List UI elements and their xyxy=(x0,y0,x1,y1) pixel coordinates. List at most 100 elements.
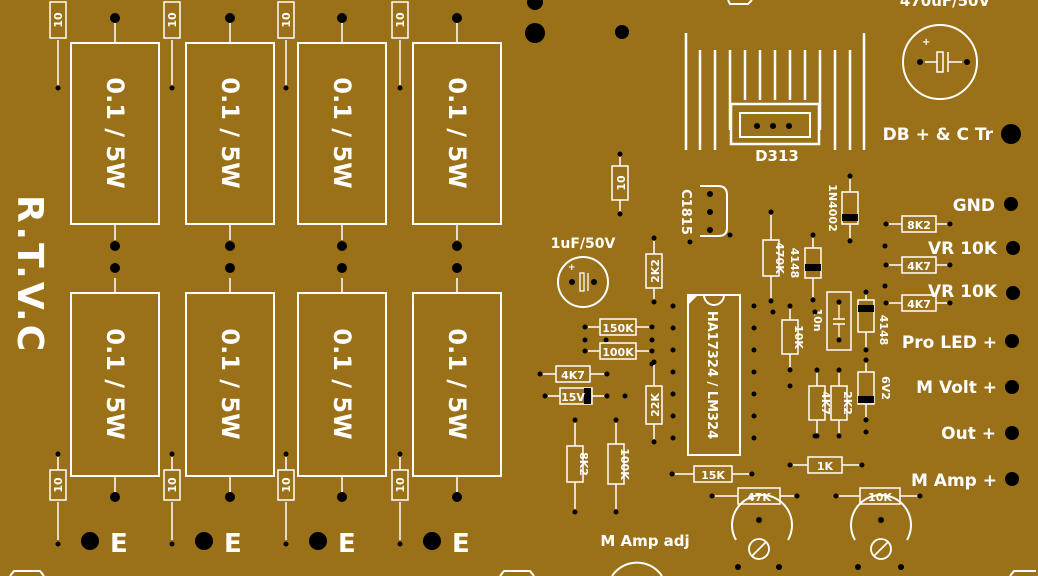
via xyxy=(582,337,588,343)
via xyxy=(770,309,776,315)
trimmer-2[interactable] xyxy=(850,494,912,570)
pad xyxy=(525,23,545,43)
resistor-8k2-b: 8K2 xyxy=(566,417,590,515)
small-resistor-value: 10 xyxy=(280,477,293,493)
ic-pin xyxy=(751,369,757,375)
emitter-pad xyxy=(309,532,327,550)
pin xyxy=(283,541,289,547)
emitter-label: E xyxy=(338,529,356,559)
ic-lm324: HA17324 / LM324 xyxy=(687,294,741,456)
ic-pin xyxy=(670,347,676,353)
pin xyxy=(397,451,403,457)
heatsink-label: D313 xyxy=(755,147,799,165)
resistor-2k2-b: 2K2 xyxy=(830,367,854,439)
part-value: 15K xyxy=(701,469,725,482)
electrolytic-cap-1u: + xyxy=(557,256,609,308)
connector-out[interactable]: Out + xyxy=(941,424,1019,444)
small-resistor: 10 xyxy=(391,1,409,39)
resistor-2k2: 2K2 xyxy=(645,235,663,305)
via xyxy=(812,309,818,315)
pin xyxy=(55,541,61,547)
pad xyxy=(225,263,235,273)
emitter-pad xyxy=(81,532,99,550)
part-value: 2K2 xyxy=(841,391,854,415)
emitter-pad xyxy=(195,532,213,550)
resistor-10k-v: 10K xyxy=(781,303,805,373)
part-value: 10K xyxy=(792,325,805,349)
pad xyxy=(225,13,235,23)
ic-pin xyxy=(670,435,676,441)
pin xyxy=(55,451,61,457)
small-resistor: 10 xyxy=(277,1,295,39)
power-resistor: 0.1 / 5W xyxy=(297,278,387,492)
part-value: 22K xyxy=(649,393,662,417)
cap-top-label: 470uF/50V xyxy=(900,0,991,10)
connector-pad xyxy=(1006,286,1020,300)
connector-label: Pro LED + xyxy=(902,333,997,353)
small-resistor-value: 10 xyxy=(394,477,407,493)
resistor-15k: 15K xyxy=(669,465,755,483)
ic-pin xyxy=(670,413,676,419)
svg-text:+: + xyxy=(568,263,576,273)
diode-1n4002: 1N4002 xyxy=(826,173,859,244)
part-value: 4K7 xyxy=(907,260,931,273)
diode-4148-a: 4148 xyxy=(788,232,822,303)
connector-db[interactable]: DB + & C Tr xyxy=(883,124,1021,145)
ic-pin xyxy=(670,369,676,375)
pin xyxy=(283,451,289,457)
heatsink-d313 xyxy=(684,33,866,150)
small-resistor: 10 xyxy=(49,1,67,39)
emitter-label: E xyxy=(452,529,470,559)
pin xyxy=(397,541,403,547)
ic-label: HA17324 / LM324 xyxy=(704,311,719,439)
resistor-100k-a: 100K xyxy=(582,342,655,360)
ic-pin xyxy=(670,325,676,331)
pin xyxy=(169,451,175,457)
connector-pad xyxy=(1005,426,1019,440)
ic-pin xyxy=(751,303,757,309)
via xyxy=(649,337,655,343)
part-label: 6V2 xyxy=(879,376,892,400)
resistor-22k: 22K xyxy=(645,359,663,445)
connector-vr1[interactable]: VR 10K xyxy=(928,239,1020,259)
diode-15v: 15V xyxy=(542,387,610,405)
pin xyxy=(169,85,175,91)
outline xyxy=(9,570,45,576)
pin xyxy=(169,541,175,547)
pad xyxy=(110,492,120,502)
trimmer-1[interactable] xyxy=(731,494,793,570)
connector-vr2[interactable]: VR 10K xyxy=(928,282,1020,302)
small-resistor: 10 xyxy=(163,1,181,39)
part-label: 15V xyxy=(561,391,585,404)
pad xyxy=(452,263,462,273)
part-label: 4148 xyxy=(877,315,890,346)
connector-gnd[interactable]: GND xyxy=(953,196,1018,216)
outline xyxy=(1009,570,1036,576)
via xyxy=(603,337,609,343)
connector-proled[interactable]: Pro LED + xyxy=(902,333,1019,353)
connector-label: DB + & C Tr xyxy=(883,125,994,145)
part-value: 8K2 xyxy=(577,452,590,476)
connector-mvolt[interactable]: M Volt + xyxy=(916,378,1019,398)
pad xyxy=(337,13,347,23)
pin xyxy=(283,85,289,91)
pin xyxy=(397,85,403,91)
power-resistor-value: 0.1 / 5W xyxy=(328,77,356,188)
via xyxy=(863,429,869,435)
resistor-4k7-a: 4K7 xyxy=(883,256,953,274)
part-value: 2K2 xyxy=(649,259,662,283)
small-resistor-value: 10 xyxy=(52,477,65,493)
pad xyxy=(337,492,347,502)
via xyxy=(687,239,693,245)
connector-pad xyxy=(1005,334,1019,348)
part-label: 4148 xyxy=(788,248,801,279)
ic-pin xyxy=(751,325,757,331)
connector-mamp[interactable]: M Amp + xyxy=(911,471,1019,491)
via xyxy=(882,283,888,289)
ic-pin xyxy=(751,391,757,397)
connector-pad xyxy=(1005,380,1019,394)
part-value: 1K xyxy=(817,460,834,473)
